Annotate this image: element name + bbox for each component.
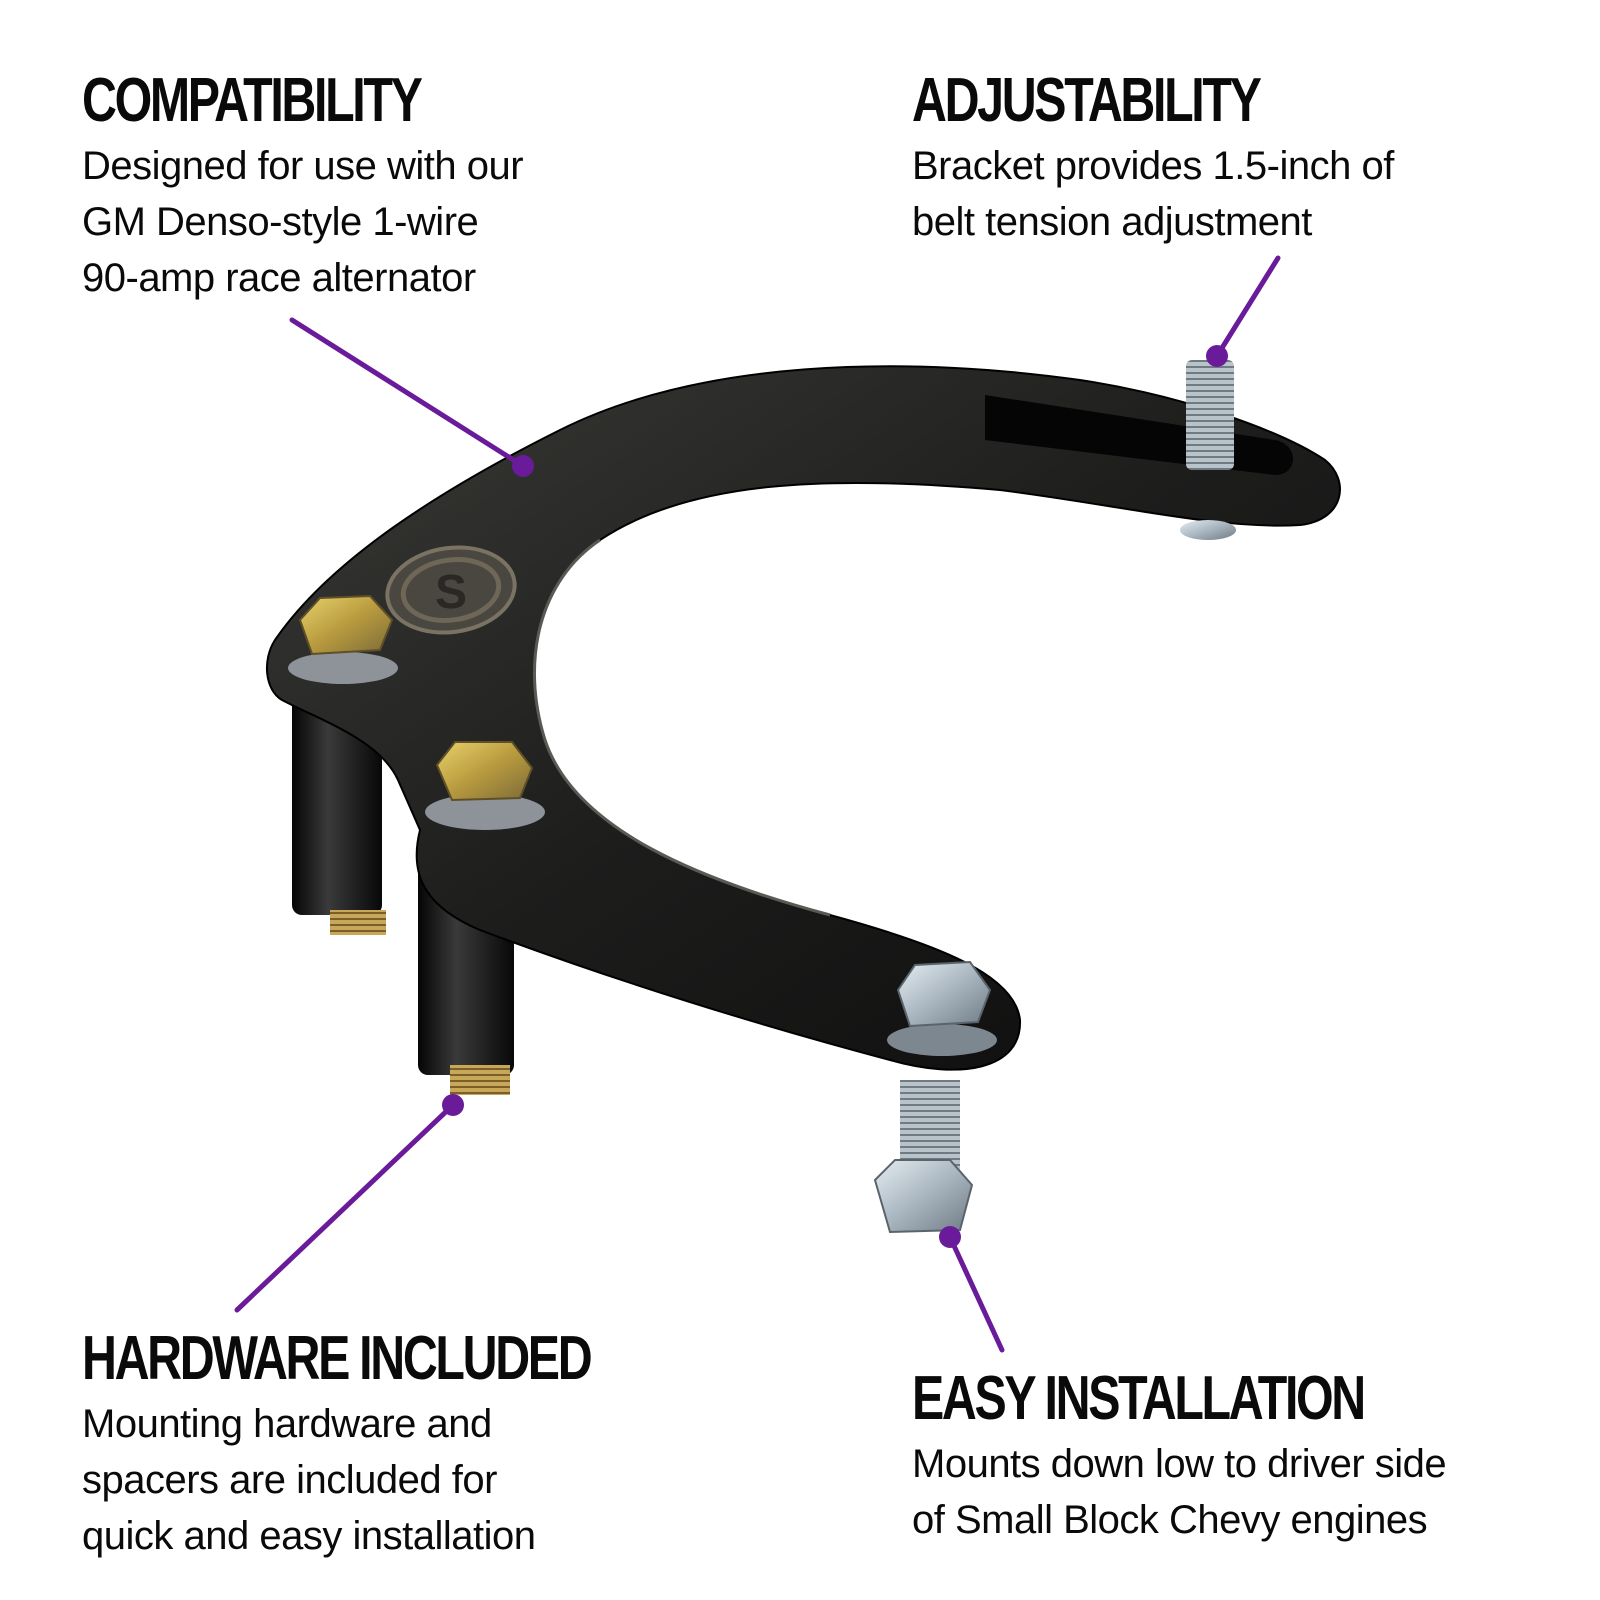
leader-hardware [234,1102,456,1313]
callout-line: GM Denso-style 1-wire [82,200,479,244]
callout-hardware-included: HARDWARE INCLUDED Mounting hardware and … [82,1328,734,1564]
callout-text: Designed for use with our GM Denso-style… [82,138,524,306]
callout-title: COMPATIBILITY [82,66,423,135]
callout-compatibility: COMPATIBILITY Designed for use with our … [82,66,524,306]
callout-line: 90-amp race alternator [82,256,476,300]
zinc-stud-rear [1180,360,1236,540]
callout-line: Mounting hardware and [82,1402,492,1446]
leader-adjustability [1214,255,1281,359]
brand-logo: S [385,545,517,635]
callout-line: Designed for use with our [82,144,524,188]
leader-dot-hardware [442,1094,464,1116]
logo-letter: S [435,566,467,619]
callout-title: HARDWARE INCLUDED [82,1324,593,1393]
callout-line: Mounts down low to driver side [912,1442,1447,1486]
callout-adjustability: ADJUSTABILITY Bracket provides 1.5-inch … [912,70,1394,250]
callout-text: Bracket provides 1.5-inch of belt tensio… [912,138,1394,250]
gold-bolt-front [425,741,545,830]
callout-line: belt tension adjustment [912,200,1312,244]
leader-dot-easy-installation [939,1226,961,1248]
leader-compatibility [289,317,526,469]
leader-dot-adjustability [1206,345,1228,367]
callout-text: Mounting hardware and spacers are includ… [82,1396,734,1564]
leader-easy-installation [947,1234,1005,1353]
callout-title: ADJUSTABILITY [912,66,1262,135]
callout-line: Bracket provides 1.5-inch of [912,144,1394,188]
callout-leaders [234,255,1281,1353]
callout-title: EASY INSTALLATION [912,1364,1366,1433]
zinc-bolt-front [873,960,997,1234]
gold-bolt-rear [288,594,398,684]
callout-easy-installation: EASY INSTALLATION Mounts down low to dri… [912,1368,1491,1548]
leader-dot-compatibility [512,455,534,477]
callout-text: Mounts down low to driver side of Small … [912,1436,1491,1548]
callout-line: quick and easy installation [82,1514,536,1558]
callout-line: spacers are included for [82,1458,497,1502]
callout-line: of Small Block Chevy engines [912,1498,1428,1542]
